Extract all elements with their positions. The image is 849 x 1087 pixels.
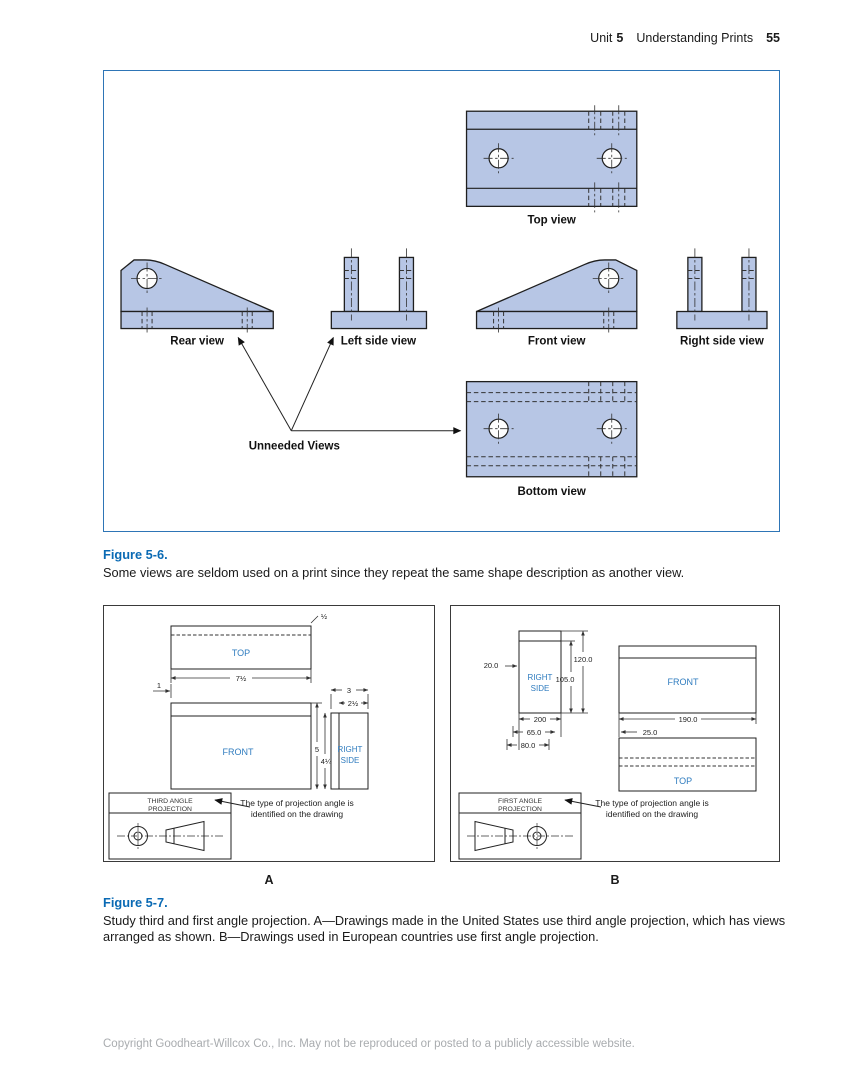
figure-5-7-panel-b: RIGHT SIDE 20.0 120.0 105.0 FR	[450, 605, 780, 862]
dim-20: 20.0	[484, 661, 499, 670]
projection-annotation: The type of projection angle is identifi…	[595, 798, 709, 819]
side-view-label-line2: SIDE	[341, 756, 360, 765]
third-angle-drawing: TOP ½ 7½ 1 FRONT	[108, 612, 369, 860]
side-view-label-line1: RIGHT	[528, 673, 553, 682]
dim-200: 200	[534, 715, 547, 724]
figure-5-7-caption: Figure 5-7. Study third and first angle …	[103, 895, 795, 945]
dim-side-height: 4¼	[321, 757, 332, 766]
figure-5-6-caption-text: Some views are seldom used on a print si…	[103, 565, 685, 580]
top-view-drawing: Top view	[465, 105, 638, 226]
top-view-label: TOP	[674, 776, 692, 786]
dim-105: 105.0	[556, 675, 575, 684]
front-view-label: FRONT	[223, 747, 254, 757]
dim-80: 80.0	[521, 741, 536, 750]
unit-word: Unit	[590, 31, 613, 45]
unneeded-views-label: Unneeded Views	[249, 441, 340, 453]
panel-b-label: B	[610, 873, 620, 887]
first-angle-views: RIGHT SIDE 20.0 120.0 105.0 FR	[484, 630, 757, 792]
dim-thickness: ½	[321, 612, 328, 621]
side-view-label-line1: RIGHT	[338, 745, 363, 754]
projection-block-line1: FIRST ANGLE	[498, 798, 543, 805]
dim-offset: 1	[157, 681, 161, 690]
dim-25: 25.0	[643, 728, 658, 737]
figure-5-7-panel-a: TOP ½ 7½ 1 FRONT	[103, 605, 435, 862]
right-side-view-drawing: Right side view	[676, 248, 768, 348]
dim-65: 65.0	[527, 728, 542, 737]
unit-number: 5	[616, 31, 624, 45]
section-title: Understanding Prints	[636, 31, 754, 45]
copyright-footer: Copyright Goodheart-Willcox Co., Inc. Ma…	[103, 1038, 635, 1050]
dim-length: 7½	[236, 674, 247, 683]
third-angle-views: TOP ½ 7½ 1 FRONT	[153, 612, 369, 790]
rear-view-drawing: Rear view	[120, 259, 274, 348]
figure-5-6-box: Top view Rear view	[103, 70, 780, 532]
dim-side-width: 3	[347, 686, 351, 695]
projection-block-line2: PROJECTION	[148, 806, 192, 813]
dim-120: 120.0	[574, 655, 593, 664]
left-side-view-label: Left side view	[341, 336, 416, 348]
top-view-label: TOP	[232, 648, 250, 658]
projection-annotation: The type of projection angle is identifi…	[240, 798, 354, 819]
arrow-to-rear-view	[237, 336, 292, 431]
annotation-arrow	[214, 798, 251, 808]
projection-symbol-cone	[474, 820, 514, 852]
front-view-label: Front view	[528, 336, 586, 348]
first-angle-projection-block: FIRST ANGLE PROJECTION	[458, 792, 582, 860]
dim-side-inner-width: 2½	[348, 699, 359, 708]
first-angle-drawing: RIGHT SIDE 20.0 120.0 105.0 FR	[458, 630, 757, 860]
figure-5-7-caption-title: Figure 5-7.	[103, 895, 168, 910]
unneeded-views-callout: Unneeded Views	[237, 336, 462, 453]
left-side-view-drawing: Left side view	[330, 248, 428, 348]
page-number: 55	[766, 31, 780, 45]
figure-5-6-caption: Figure 5-6. Some views are seldom used o…	[103, 547, 795, 581]
figure-5-6-caption-title: Figure 5-6.	[103, 547, 168, 562]
bottom-view-drawing: Bottom view	[465, 380, 638, 498]
side-view-label-line2: SIDE	[531, 684, 550, 693]
front-view-label: FRONT	[668, 677, 699, 687]
third-angle-projection-block: THIRD ANGLE PROJECTION	[108, 792, 232, 860]
projection-block-line1: THIRD ANGLE	[147, 798, 193, 805]
dim-190: 190.0	[679, 715, 698, 724]
top-view-label: Top view	[527, 214, 575, 226]
bottom-view-label: Bottom view	[517, 486, 585, 498]
annotation-arrow	[564, 798, 602, 808]
projection-block-line2: PROJECTION	[498, 806, 542, 813]
right-side-view-label: Right side view	[680, 336, 764, 348]
rear-view-label: Rear view	[170, 336, 224, 348]
panel-a-label: A	[264, 873, 274, 887]
figure-5-7-caption-text: Study third and first angle projection. …	[103, 913, 786, 944]
arrow-to-left-side-view	[290, 336, 334, 431]
projection-symbol-cone	[165, 820, 205, 852]
front-view-drawing: Front view	[475, 259, 638, 348]
figure-5-6-drawing: Top view Rear view	[120, 105, 768, 498]
dim-front-height: 5	[315, 745, 319, 754]
